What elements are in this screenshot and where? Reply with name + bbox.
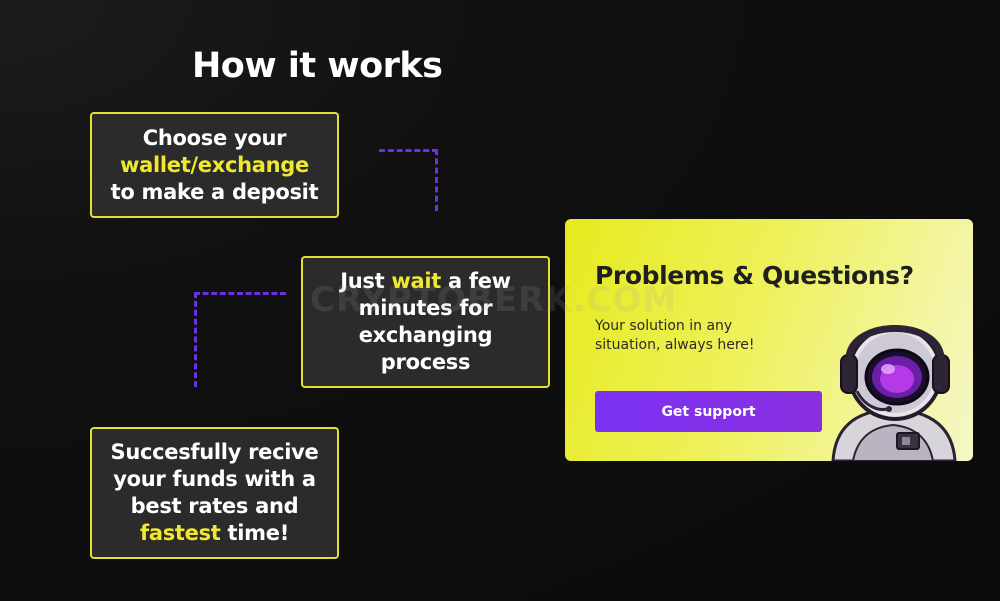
astronaut-mascot-icon xyxy=(831,325,957,461)
support-title: Problems & Questions? xyxy=(595,261,914,290)
step-card-choose-wallet: Choose your wallet/exchange to make a de… xyxy=(90,112,339,218)
step-text-part: time! xyxy=(220,521,290,545)
step-highlight: fastest xyxy=(140,521,221,545)
step-text: Choose your wallet/exchange to make a de… xyxy=(111,125,319,206)
step-highlight: wait xyxy=(391,269,441,293)
dashed-connector-line xyxy=(379,149,438,211)
dashed-connector-line xyxy=(194,292,286,387)
support-card: Problems & Questions? Your solution in a… xyxy=(565,219,973,461)
section-title: How it works xyxy=(192,46,443,86)
step-highlight: wallet/exchange xyxy=(119,152,309,177)
step-text: Succesfully recive your funds with a bes… xyxy=(92,439,337,547)
step-text-part: a few minutes for exchanging process xyxy=(358,269,511,374)
step-text-part: Succesfully recive your funds with a bes… xyxy=(110,440,319,518)
step-text: Just wait a few minutes for exchanging p… xyxy=(303,268,548,376)
step-card-wait: Just wait a few minutes for exchanging p… xyxy=(301,256,550,388)
step-text-line: Choose your xyxy=(142,125,287,150)
step-text-part: Just xyxy=(340,269,392,293)
step-card-receive-funds: Succesfully recive your funds with a bes… xyxy=(90,427,339,559)
support-subtitle: Your solution in any situation, always h… xyxy=(595,318,755,353)
get-support-button[interactable]: Get support xyxy=(595,391,822,432)
step-text-line: to make a deposit xyxy=(110,179,319,204)
